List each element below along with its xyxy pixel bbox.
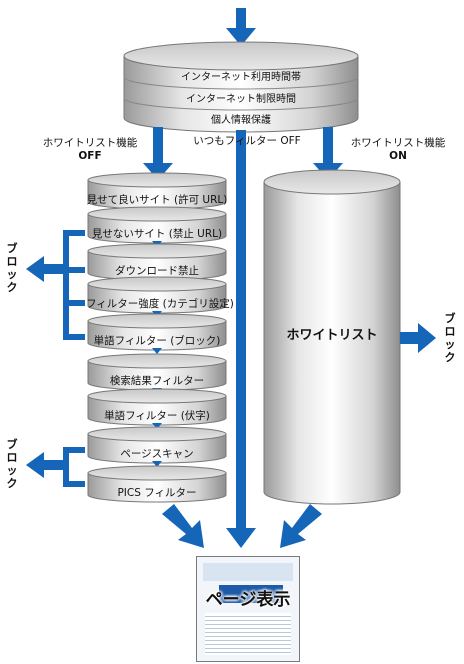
whitelist-block-arrow <box>400 323 436 353</box>
filter-cylinder <box>87 243 227 281</box>
block-bracket-upper <box>26 230 85 340</box>
filter-cylinder <box>87 465 227 503</box>
arrow-whitelist-to-page <box>280 504 322 548</box>
off-text: OFF <box>78 150 102 162</box>
label-whitelist-on: ホワイトリスト機能 ON <box>348 137 448 163</box>
filter-download-block: ダウンロード禁止 <box>115 265 199 277</box>
filter-strength-category: フィルター強度 (カテゴリ設定) <box>86 298 234 310</box>
filter-block-url: 見せないサイト (禁止 URL) <box>91 228 223 240</box>
filter-step-arrow <box>152 423 162 429</box>
filter-pics: PICS フィルター <box>117 487 197 499</box>
filter-step-arrow <box>152 348 162 354</box>
label-always-filter-off: いつもフィルター OFF <box>193 135 301 147</box>
filter-cylinder <box>87 172 227 210</box>
block-label-upper: ブロック <box>6 242 18 294</box>
page-content-lines <box>205 613 291 655</box>
filter-search-results: 検索結果フィルター <box>109 375 205 387</box>
entry-arrow <box>226 8 256 46</box>
on-text: ON <box>389 150 407 162</box>
filter-stack <box>87 172 227 503</box>
block-bracket-lower <box>26 447 85 487</box>
filter-cylinder <box>87 388 227 426</box>
whitelist-label: ホワイトリスト <box>286 328 378 343</box>
filter-step-arrow <box>152 461 162 467</box>
block-label-lower: ブロック <box>6 438 18 490</box>
layer-privacy: 個人情報保護 <box>211 115 271 126</box>
whitelist-cylinder <box>263 169 401 505</box>
filter-word-mask: 単語フィルター (伏字) <box>104 410 210 422</box>
page-display-thumbnail: ページ表示 <box>196 556 300 662</box>
block-label-whitelist: ブロック <box>444 312 456 364</box>
arrow-filters-to-page <box>162 504 204 548</box>
filter-cylinder <box>87 313 227 351</box>
page-banner <box>219 585 283 603</box>
filter-page-scan: ページスキャン <box>120 448 194 460</box>
top-layer-cylinder <box>123 41 359 133</box>
whitelist-off-text: ホワイトリスト機能 <box>42 137 138 149</box>
layer-time-limit: インターネット制限時間 <box>186 94 296 105</box>
filter-allow-url: 見せて良いサイト (許可 URL) <box>86 194 228 206</box>
arrow-whitelist-off <box>143 127 173 180</box>
whitelist-on-text: ホワイトリスト機能 <box>350 137 446 149</box>
filter-cylinder <box>87 276 227 314</box>
page-display-label: ページ表示 <box>205 590 291 610</box>
filter-cylinder <box>87 426 227 464</box>
layer-usage-hours: インターネット利用時間帯 <box>181 72 301 83</box>
page-header-strip <box>203 563 293 581</box>
filter-word-block: 単語フィルター (ブロック) <box>93 335 221 347</box>
filter-cylinder <box>87 206 227 244</box>
filter-cylinder <box>87 353 227 391</box>
arrow-always-filter-off <box>226 130 256 548</box>
label-whitelist-off: ホワイトリスト機能 OFF <box>40 137 140 163</box>
